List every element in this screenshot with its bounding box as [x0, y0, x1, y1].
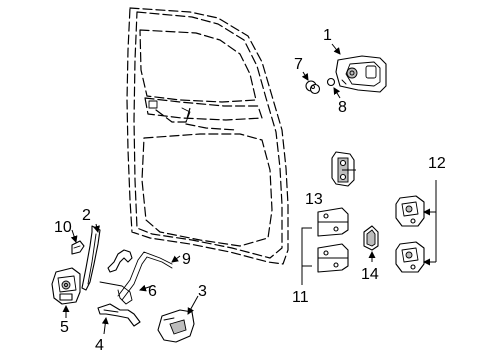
lock-cylinder: [305, 80, 321, 95]
upper-hinge: [317, 207, 349, 237]
hinge-bracket-line: [301, 227, 312, 285]
outside-handle: [335, 55, 387, 93]
callout-11: 11: [292, 289, 309, 306]
door-bumper: [363, 225, 379, 251]
door-latch: [51, 267, 81, 305]
callout-2: 2: [82, 207, 91, 224]
callout-6: 6: [148, 283, 157, 300]
door-striker: [331, 151, 355, 187]
release-rod: [99, 251, 173, 305]
callout-4: 4: [95, 337, 104, 354]
callout-9: 9: [182, 251, 191, 268]
lock-clip: [326, 77, 336, 87]
callout-5: 5: [60, 319, 69, 336]
door-shell: [126, 7, 289, 265]
callout-8: 8: [338, 99, 347, 116]
callout-1: 1: [323, 27, 332, 44]
callout-3: 3: [198, 283, 207, 300]
upper-latch: [395, 195, 425, 227]
latch-bracket-line: [423, 180, 437, 266]
callout-10: 10: [54, 219, 72, 236]
callout-12: 12: [428, 155, 446, 172]
inside-rod-link: [107, 249, 133, 273]
inside-handle-rod: [97, 303, 141, 327]
lower-hinge: [317, 243, 349, 273]
leader-lines: [62, 43, 376, 335]
callout-13: 13: [305, 191, 323, 208]
callout-14: 14: [361, 266, 379, 283]
inside-handle: [157, 309, 195, 343]
rod-clip: [71, 240, 85, 255]
lock-rod: [81, 225, 101, 291]
lower-latch: [395, 241, 425, 273]
callout-7: 7: [294, 56, 303, 73]
